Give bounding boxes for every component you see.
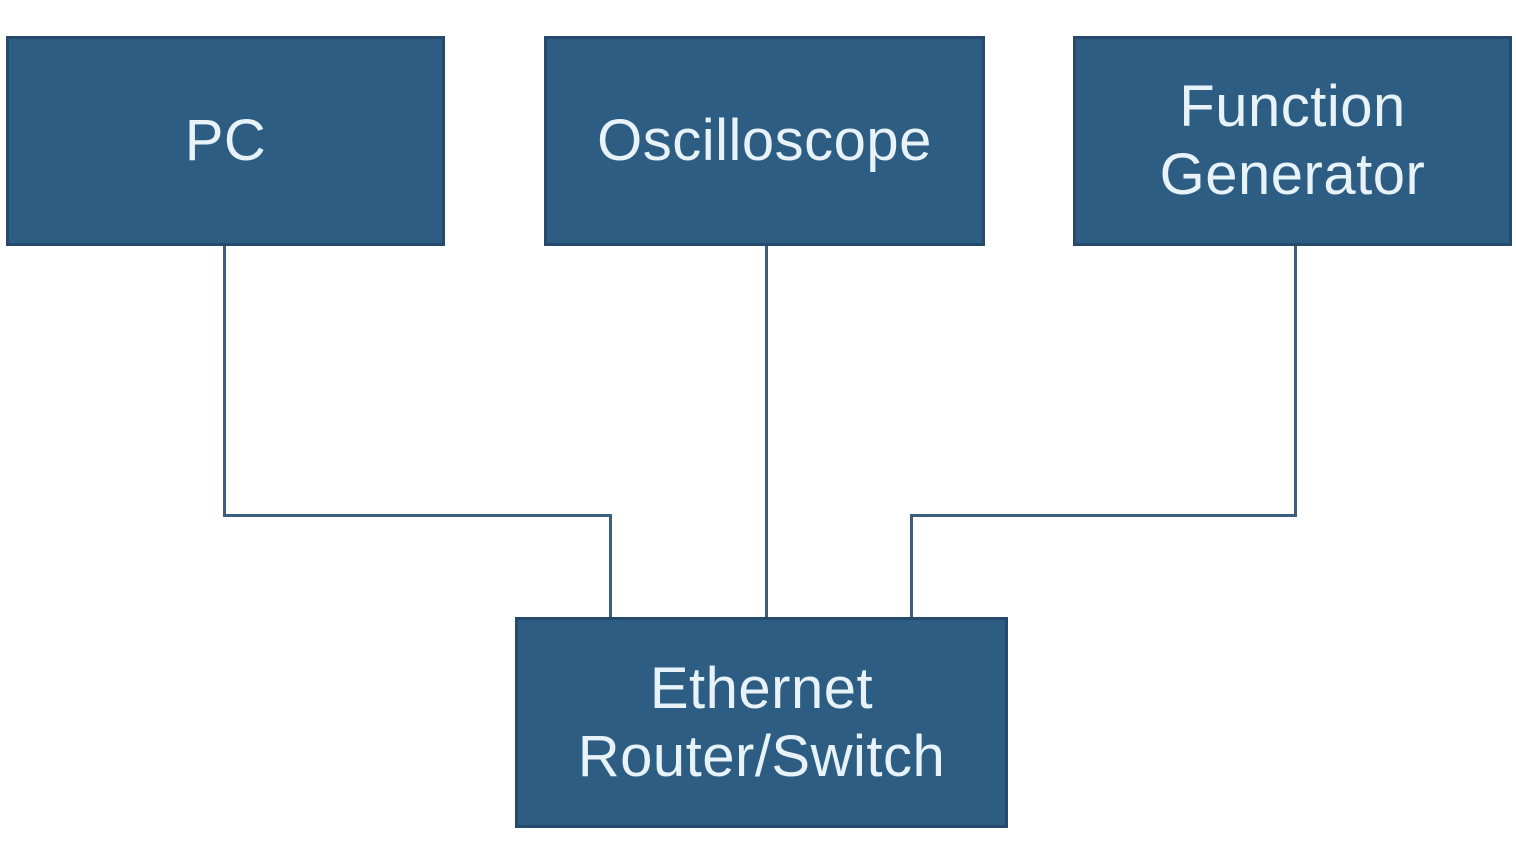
node-oscilloscope: Oscilloscope (544, 36, 985, 246)
edge-pc-to-router (223, 245, 612, 618)
edge-function-generator-to-router (910, 245, 1297, 618)
node-oscilloscope-label: Oscilloscope (597, 108, 932, 174)
node-function-generator-label: Function Generator (1159, 74, 1426, 207)
node-pc-label: PC (184, 108, 267, 174)
node-function-generator: Function Generator (1073, 36, 1512, 246)
node-ethernet-router-switch: Ethernet Router/Switch (515, 617, 1008, 828)
node-pc: PC (6, 36, 445, 246)
node-ethernet-router-switch-label: Ethernet Router/Switch (577, 655, 946, 789)
